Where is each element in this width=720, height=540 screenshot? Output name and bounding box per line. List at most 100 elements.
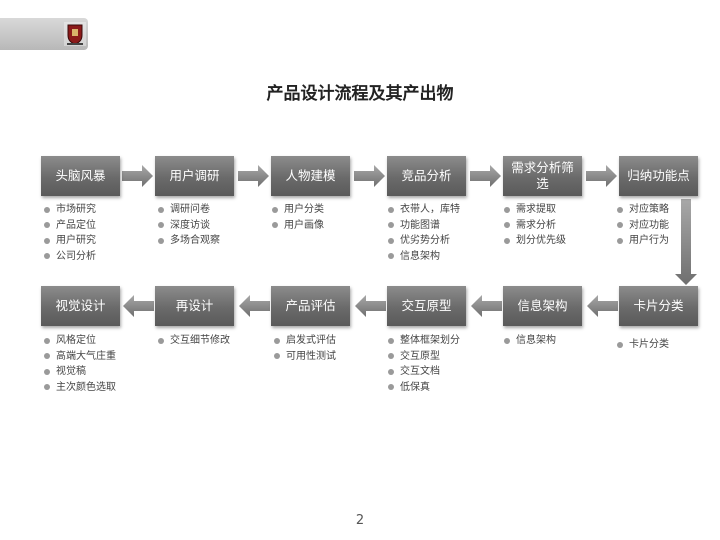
list-item: 用户分类 (271, 202, 324, 218)
list-item: 产品定位 (43, 218, 96, 234)
arrow-right-5 (586, 165, 617, 187)
step-brainstorm: 头脑风暴 (41, 156, 120, 196)
bullet-dot-icon (617, 206, 623, 213)
list-item: 风格定位 (43, 333, 116, 349)
arrow-left-1 (587, 295, 618, 317)
list-item: 调研问卷 (157, 202, 220, 218)
list-item: 交互文档 (387, 364, 460, 380)
step-product-evaluation: 产品评估 (271, 286, 350, 326)
bullet-dot-icon (388, 337, 394, 344)
list-item: 用户画像 (271, 218, 324, 234)
list-item: 用户行为 (616, 233, 669, 249)
bullet-dot-icon (504, 222, 510, 228)
step-user-research: 用户调研 (155, 156, 234, 196)
step-visual-design: 视觉设计 (41, 286, 120, 326)
bullet-dot-icon (274, 353, 280, 359)
step-redesign: 再设计 (155, 286, 234, 326)
list-item: 公司分析 (43, 249, 96, 265)
bullet-dot-icon (272, 206, 278, 213)
list-item: 深度访谈 (157, 218, 220, 234)
bullet-dot-icon (44, 206, 50, 213)
list-item: 卡片分类 (616, 337, 669, 353)
step-brainstorm-outputs: 市场研究 产品定位 用户研究 公司分析 (43, 202, 96, 264)
bullet-dot-icon (44, 384, 50, 390)
list-item: 可用性测试 (273, 349, 336, 365)
arrow-down (675, 199, 697, 285)
page-number: 2 (355, 513, 365, 528)
list-item: 低保真 (387, 380, 460, 396)
bullet-dot-icon (388, 368, 394, 375)
step-requirement-analysis-outputs: 需求提取 需求分析 划分优先级 (503, 202, 566, 249)
step-card-sorting: 卡片分类 (619, 286, 698, 326)
bullet-dot-icon (274, 337, 280, 344)
step-redesign-outputs: 交互细节修改 (157, 333, 230, 349)
arrow-left-5 (123, 295, 154, 317)
shield-logo-icon (64, 22, 86, 46)
bullet-dot-icon (272, 222, 278, 228)
list-item: 对应策略 (616, 202, 669, 218)
bullet-dot-icon (388, 222, 394, 228)
bullet-dot-icon (158, 206, 164, 213)
step-card-sorting-outputs: 卡片分类 (616, 337, 669, 353)
list-item: 需求提取 (503, 202, 566, 218)
bullet-dot-icon (388, 384, 394, 390)
bullet-dot-icon (504, 206, 510, 213)
bullet-dot-icon (44, 253, 50, 259)
step-requirement-analysis: 需求分析筛选 (503, 156, 582, 196)
step-user-research-outputs: 调研问卷 深度访谈 多场合观察 (157, 202, 220, 249)
step-visual-design-outputs: 风格定位 高端大气庄重 视觉稿 主次颜色选取 (43, 333, 116, 395)
bullet-dot-icon (158, 337, 164, 344)
page-title: 产品设计流程及其产出物 (266, 84, 454, 104)
bullet-dot-icon (44, 337, 50, 344)
arrow-left-2 (471, 295, 502, 317)
list-item: 信息架构 (503, 333, 556, 349)
bullet-dot-icon (44, 237, 50, 244)
step-interaction-prototype: 交互原型 (387, 286, 466, 326)
bullet-dot-icon (388, 237, 394, 244)
step-competitor-analysis-outputs: 衣带人，库特 功能图谱 优劣势分析 信息架构 (387, 202, 460, 264)
bullet-dot-icon (158, 222, 164, 228)
arrow-right-1 (122, 165, 153, 187)
arrow-right-4 (470, 165, 501, 187)
list-item: 用户研究 (43, 233, 96, 249)
list-item: 信息架构 (387, 249, 460, 265)
list-item: 需求分析 (503, 218, 566, 234)
step-persona-modeling: 人物建模 (271, 156, 350, 196)
step-feature-summary-outputs: 对应策略 对应功能 用户行为 (616, 202, 669, 249)
bullet-dot-icon (158, 237, 164, 244)
bullet-dot-icon (617, 222, 623, 228)
bullet-dot-icon (388, 353, 394, 359)
step-persona-modeling-outputs: 用户分类 用户画像 (271, 202, 324, 233)
arrow-right-2 (238, 165, 269, 187)
list-item: 视觉稿 (43, 364, 116, 380)
list-item: 启发式评估 (273, 333, 336, 349)
list-item: 整体框架划分 (387, 333, 460, 349)
arrow-left-3 (355, 295, 386, 317)
bullet-dot-icon (617, 237, 623, 244)
list-item: 多场合观察 (157, 233, 220, 249)
list-item: 优劣势分析 (387, 233, 460, 249)
list-item: 划分优先级 (503, 233, 566, 249)
arrow-right-3 (354, 165, 385, 187)
list-item: 功能图谱 (387, 218, 460, 234)
list-item: 交互细节修改 (157, 333, 230, 349)
bullet-dot-icon (388, 206, 394, 213)
bullet-dot-icon (44, 222, 50, 228)
bullet-dot-icon (504, 337, 510, 344)
bullet-dot-icon (44, 368, 50, 375)
list-item: 市场研究 (43, 202, 96, 218)
list-item: 交互原型 (387, 349, 460, 365)
list-item: 对应功能 (616, 218, 669, 234)
list-item: 衣带人，库特 (387, 202, 460, 218)
bullet-dot-icon (388, 253, 394, 259)
step-information-architecture-outputs: 信息架构 (503, 333, 556, 349)
bullet-dot-icon (617, 341, 623, 348)
step-feature-summary: 归纳功能点 (619, 156, 698, 196)
step-product-evaluation-outputs: 启发式评估 可用性测试 (273, 333, 336, 364)
list-item: 高端大气庄重 (43, 349, 116, 365)
bullet-dot-icon (44, 353, 50, 359)
bullet-dot-icon (504, 237, 510, 244)
step-competitor-analysis: 竞品分析 (387, 156, 466, 196)
step-interaction-prototype-outputs: 整体框架划分 交互原型 交互文档 低保真 (387, 333, 460, 395)
list-item: 主次颜色选取 (43, 380, 116, 396)
